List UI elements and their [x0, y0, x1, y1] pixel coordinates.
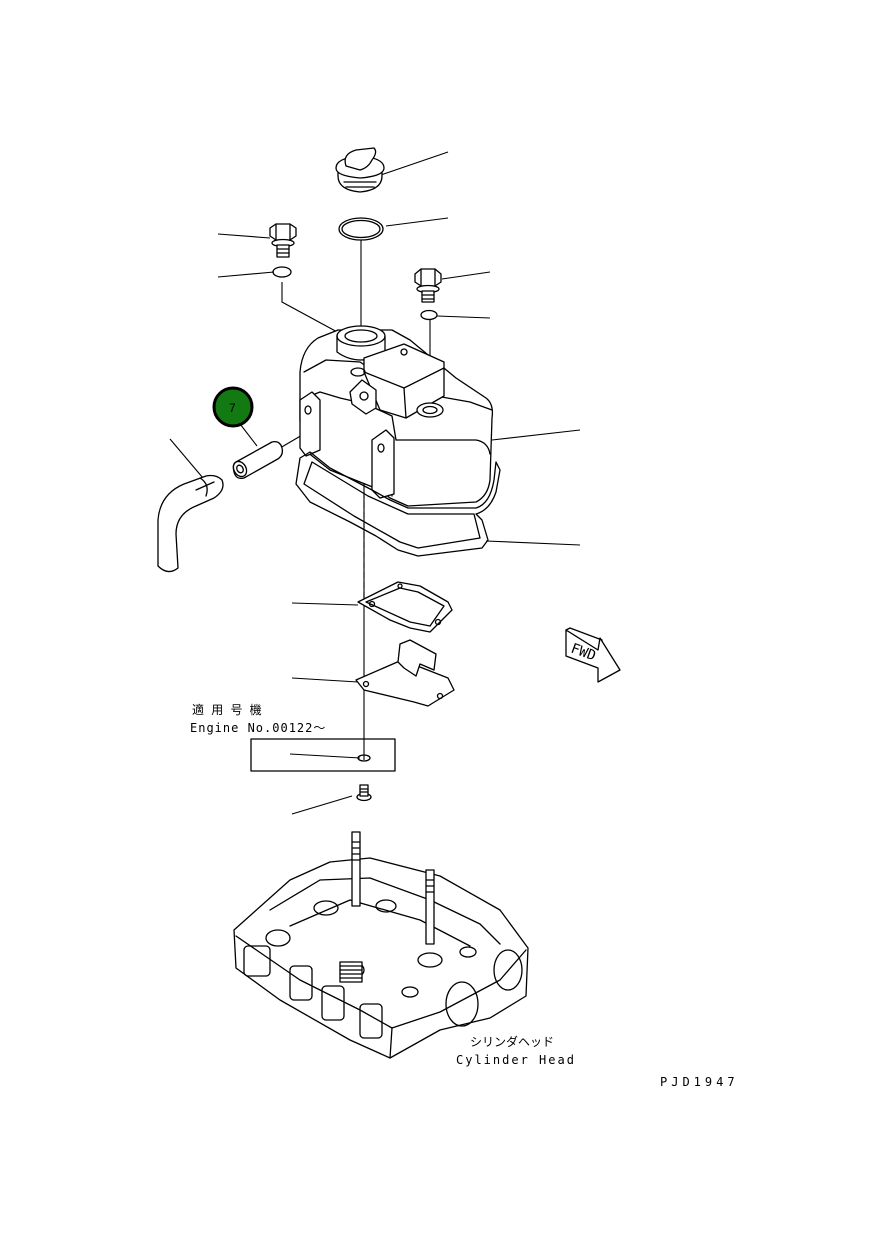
cylinder-head-label-en: Cylinder Head	[456, 1053, 576, 1067]
breather-tube	[232, 440, 284, 480]
applicable-serial-jp: 適 用 号 機	[192, 702, 262, 717]
oil-filler-cap	[335, 147, 385, 193]
breather-hose	[157, 474, 224, 573]
o-ring	[338, 217, 384, 241]
small-screw	[356, 784, 372, 802]
bolt-right	[414, 268, 442, 303]
cylinder-head-label-jp: シリンダヘッド	[470, 1034, 554, 1049]
callout-7[interactable]: 7	[212, 386, 254, 428]
breather-plate	[355, 639, 455, 707]
applicability-box	[250, 738, 396, 772]
cylinder-head	[233, 831, 529, 1059]
bolt-left	[269, 223, 297, 258]
o-ring-inner	[341, 219, 381, 239]
callout-7-circle[interactable]	[212, 386, 254, 428]
cover-gasket	[295, 451, 501, 557]
fwd-label: FWD	[569, 641, 598, 665]
breather-gasket	[357, 581, 453, 633]
applicable-serial-en: Engine No.00122～	[190, 721, 326, 735]
fwd-arrow: FWD	[565, 627, 621, 683]
diagram-code: PJD1947	[660, 1075, 739, 1089]
valve-cover	[299, 325, 494, 507]
washer-left	[272, 266, 292, 278]
small-washer	[357, 754, 371, 762]
washer-right	[420, 309, 438, 321]
callout-7-number: 7	[229, 401, 236, 415]
